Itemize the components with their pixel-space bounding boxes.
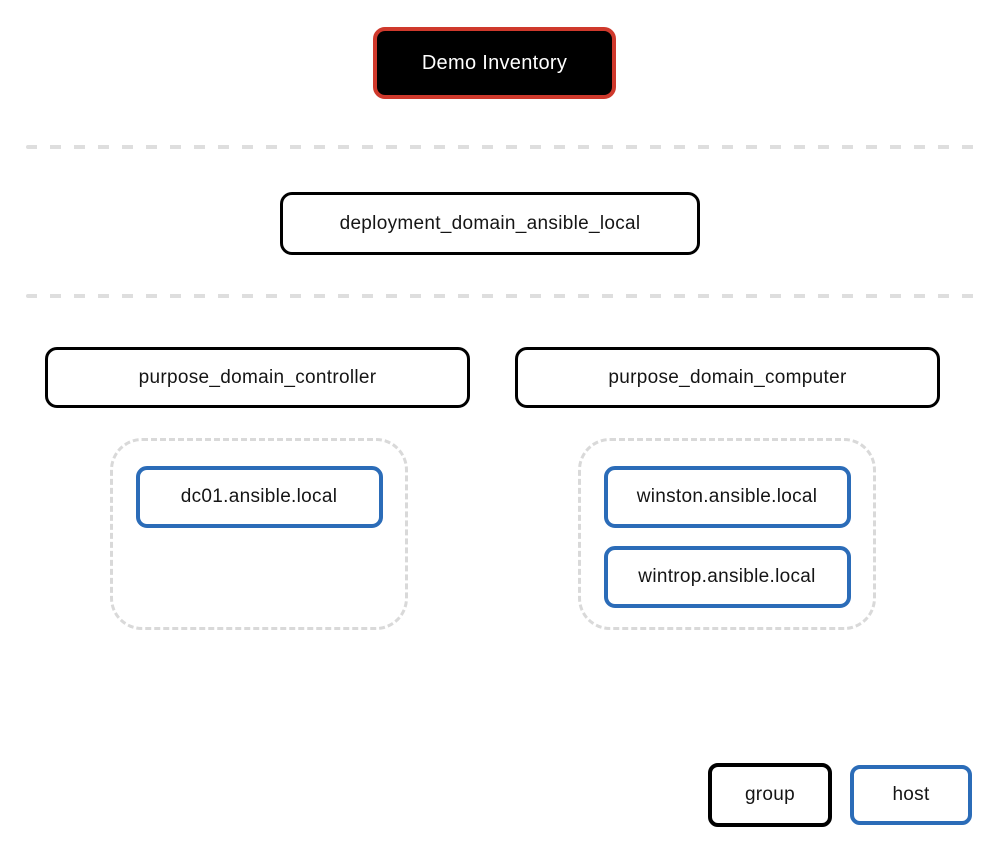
- host-node-dc01: dc01.ansible.local: [135, 466, 383, 528]
- group-node-deployment-domain: deployment_domain_ansible_local: [280, 192, 700, 255]
- tier-divider-top: [26, 145, 976, 149]
- tier-divider-bottom: [26, 294, 976, 298]
- group-node-purpose-domain-controller: purpose_domain_controller: [45, 347, 470, 408]
- legend-group-swatch: group: [708, 763, 832, 827]
- inventory-title-node: Demo Inventory: [373, 27, 616, 99]
- legend-host-swatch: host: [850, 765, 972, 825]
- host-node-wintrop: wintrop.ansible.local: [603, 546, 851, 608]
- host-container-controller: dc01.ansible.local: [110, 438, 408, 630]
- host-container-computer: winston.ansible.local wintrop.ansible.lo…: [578, 438, 876, 630]
- group-node-purpose-domain-computer: purpose_domain_computer: [515, 347, 940, 408]
- host-node-winston: winston.ansible.local: [603, 466, 851, 528]
